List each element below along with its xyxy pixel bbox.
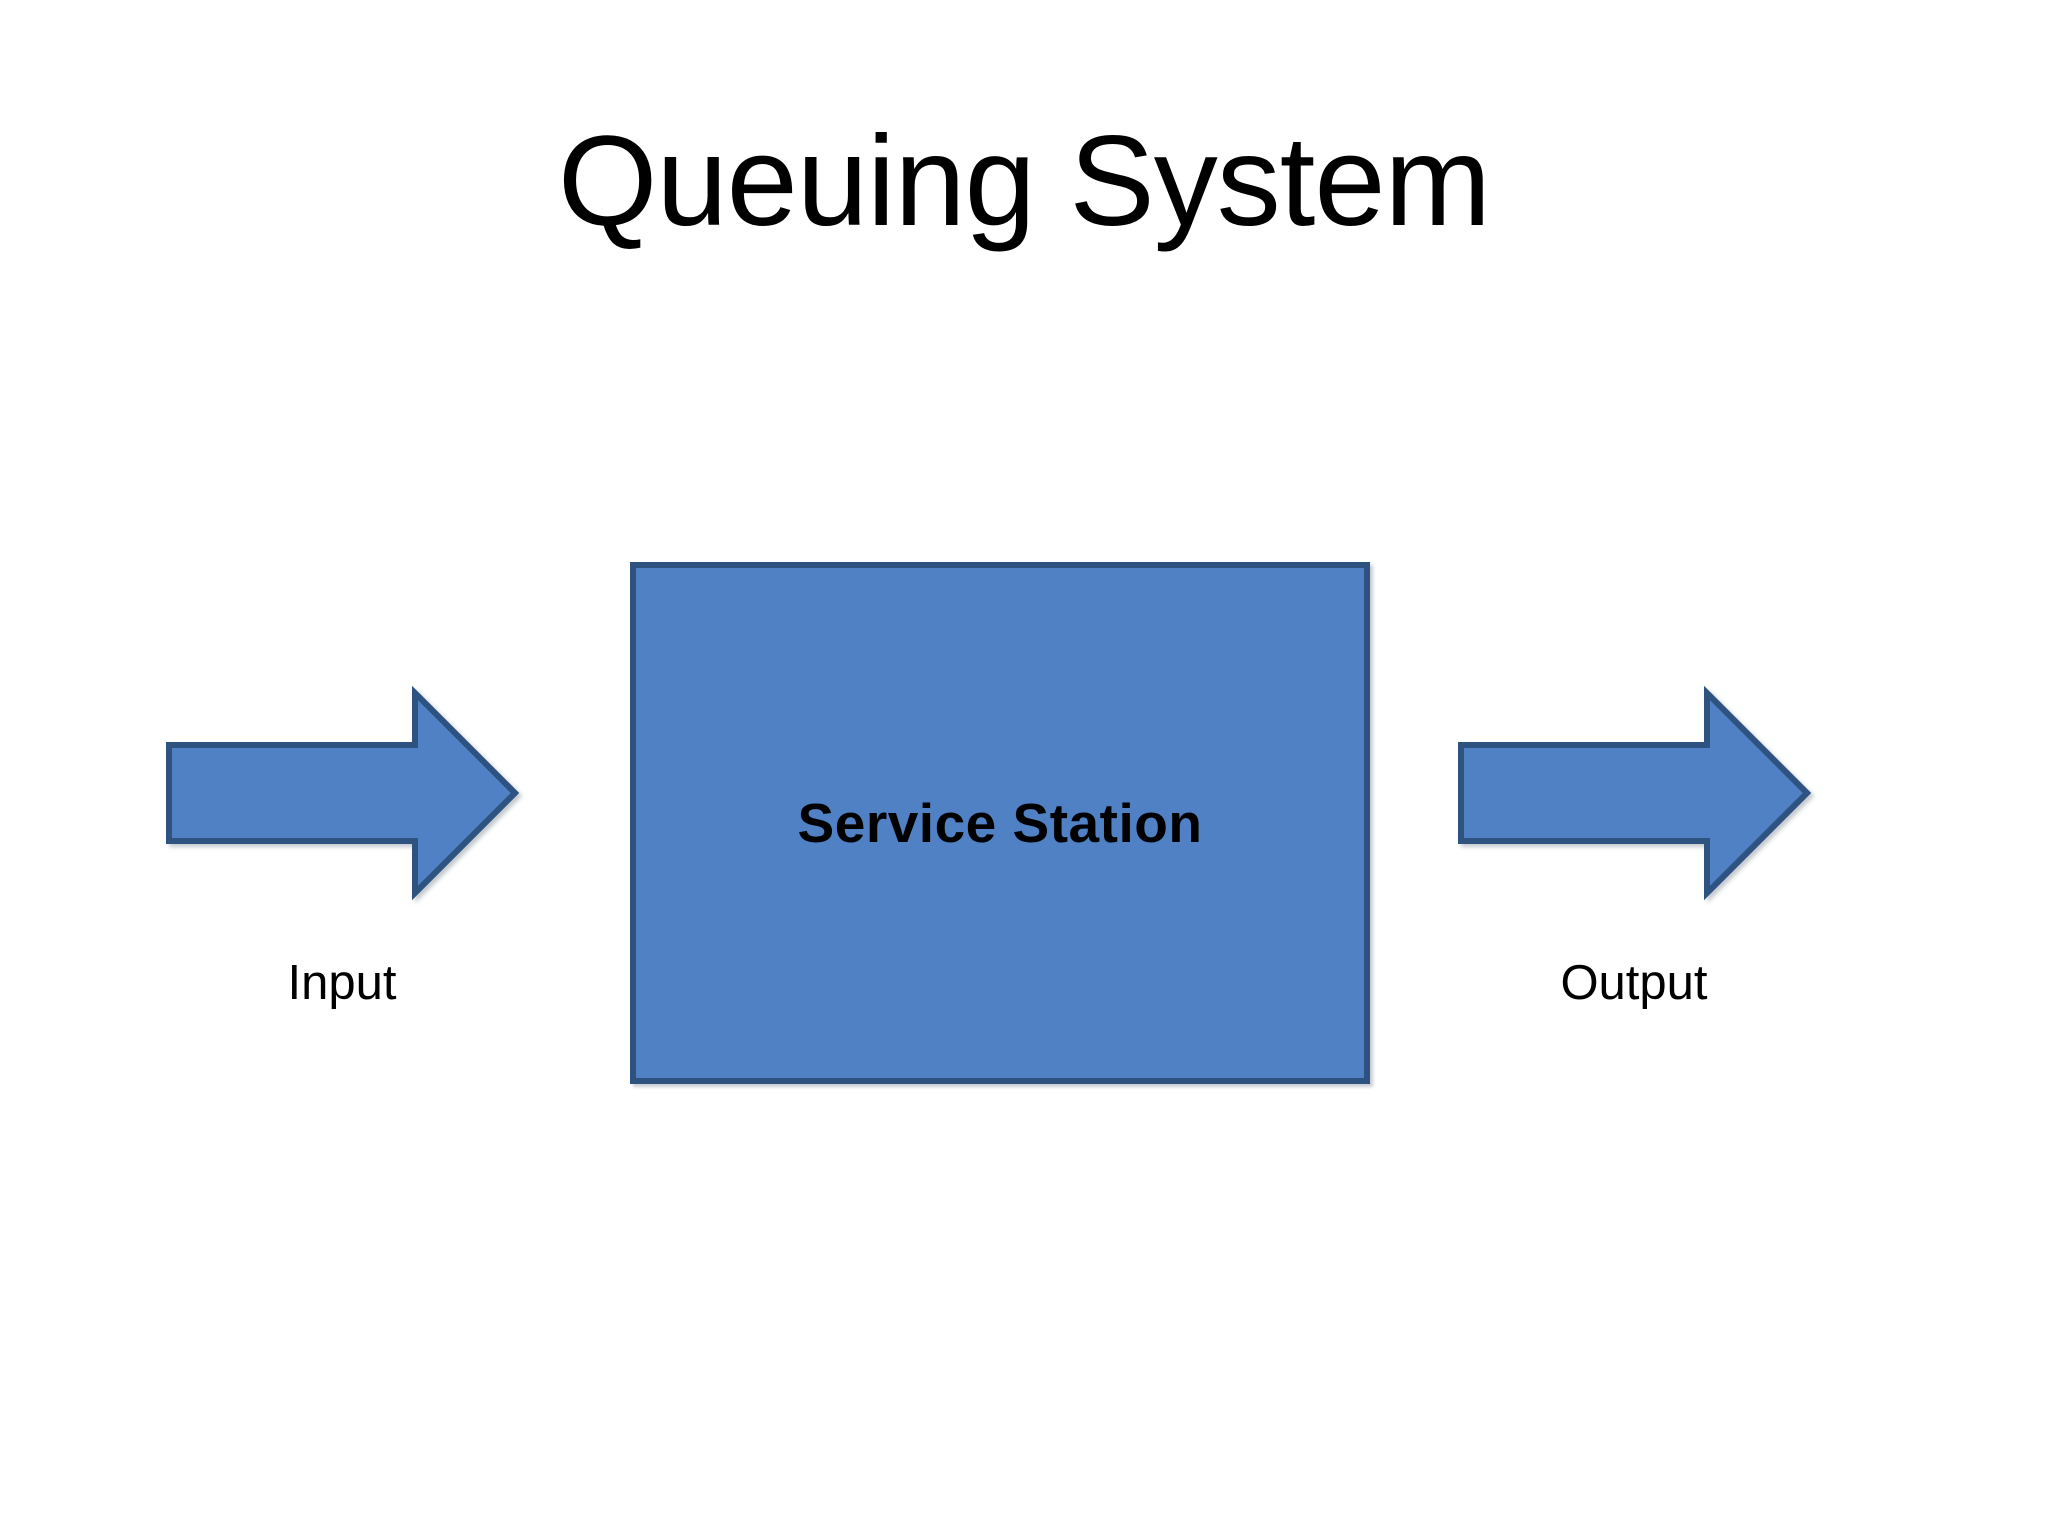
- output-label: Output: [1560, 956, 1708, 1010]
- input-label: Input: [287, 956, 397, 1010]
- right-arrow-shape: [1458, 685, 1812, 901]
- service-station-box: Service Station: [630, 562, 1370, 1084]
- output-arrow-icon: [1458, 685, 1812, 901]
- input-arrow-icon: [166, 685, 520, 901]
- right-arrow-shape: [166, 685, 520, 901]
- page-title: Queuing System: [557, 110, 1491, 253]
- service-station-label: Service Station: [797, 792, 1203, 854]
